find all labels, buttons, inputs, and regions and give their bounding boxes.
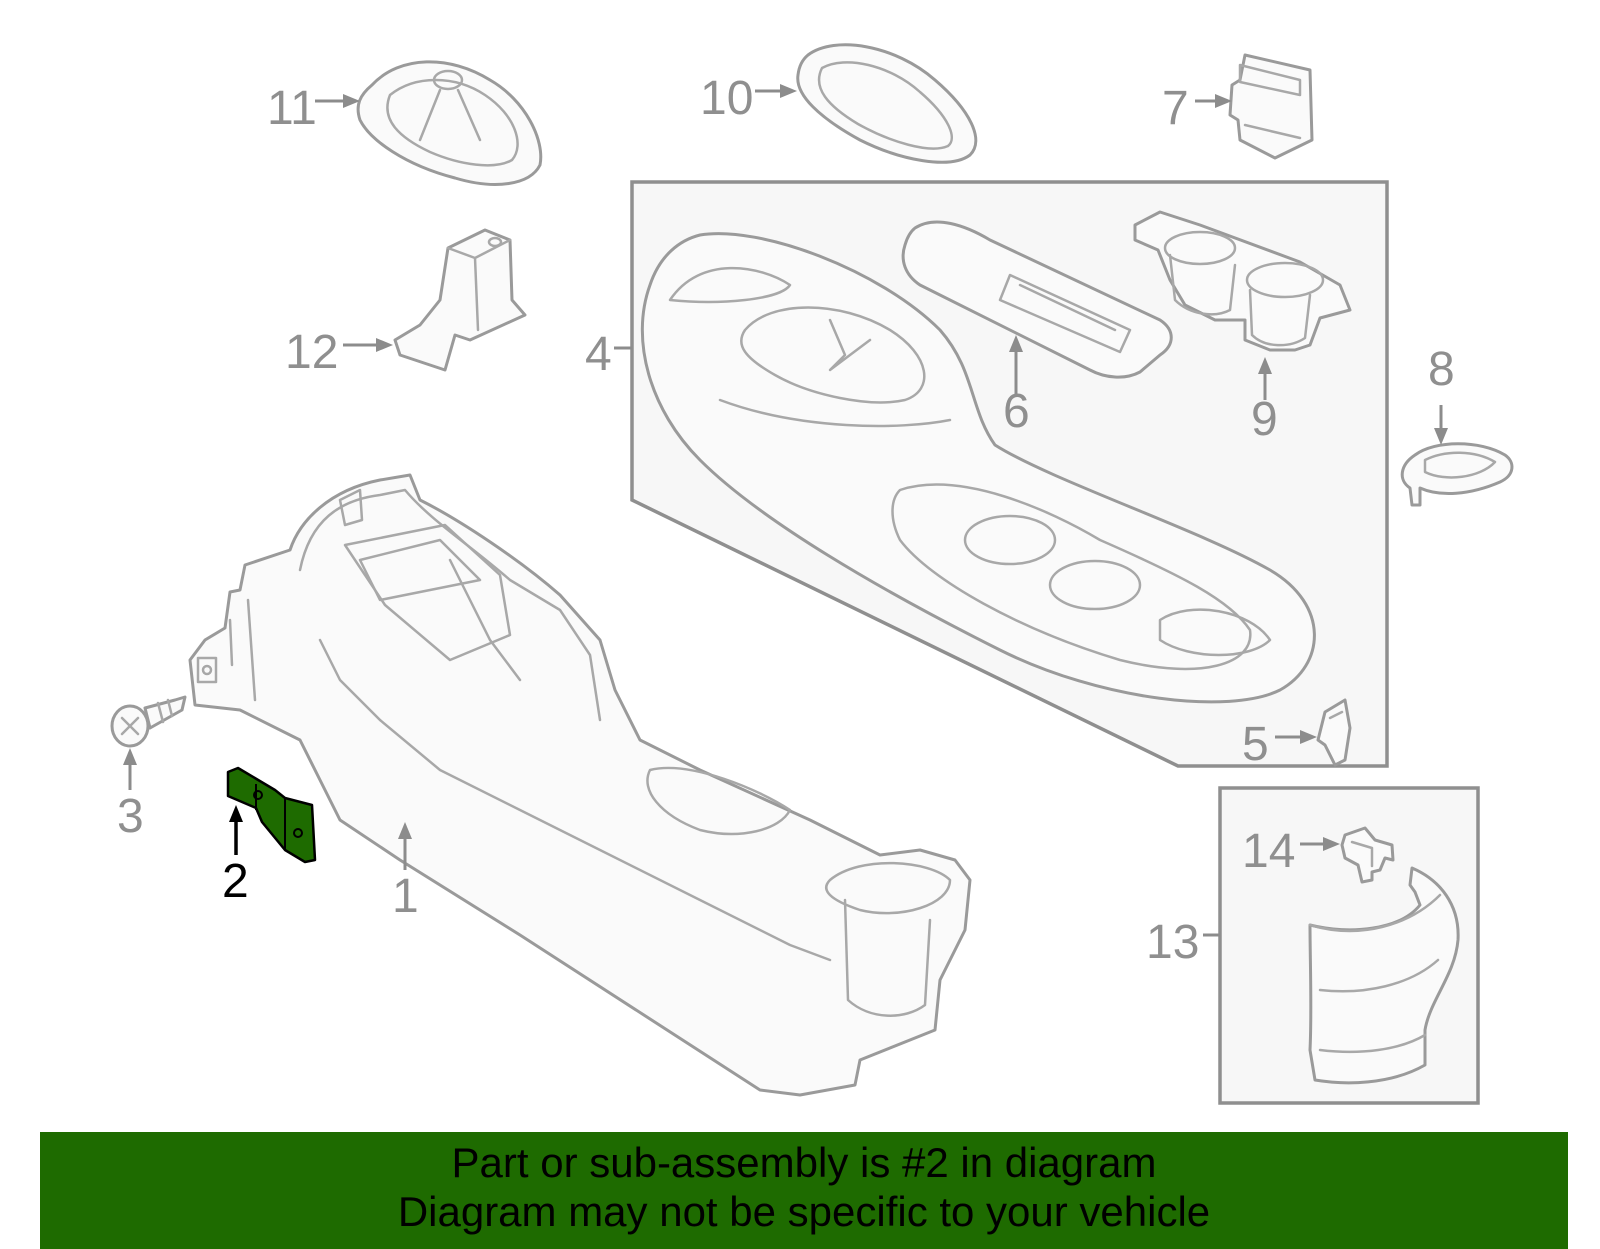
banner-line-1: Part or sub-assembly is #2 in diagram bbox=[451, 1139, 1157, 1186]
label-4: 4 bbox=[585, 328, 612, 381]
label-13: 13 bbox=[1146, 916, 1199, 969]
label-5: 5 bbox=[1242, 718, 1269, 771]
part-5-clip[interactable] bbox=[1316, 698, 1352, 767]
leader-12 bbox=[343, 338, 393, 352]
label-8: 8 bbox=[1428, 343, 1455, 396]
leader-3 bbox=[123, 748, 137, 790]
label-6: 6 bbox=[1003, 385, 1030, 438]
part-3-screw[interactable] bbox=[110, 695, 187, 748]
leader-7 bbox=[1195, 94, 1232, 108]
info-banner: Part or sub-assembly is #2 in diagram Di… bbox=[40, 1132, 1568, 1249]
part-2-bracket-highlighted[interactable] bbox=[226, 766, 317, 864]
label-2: 2 bbox=[222, 855, 249, 908]
label-9: 9 bbox=[1251, 393, 1278, 446]
label-10: 10 bbox=[700, 72, 753, 125]
part-6-trim-plate[interactable] bbox=[901, 220, 1173, 379]
part-1-console[interactable] bbox=[188, 473, 972, 1097]
label-1: 1 bbox=[392, 870, 419, 923]
leader-8 bbox=[1434, 405, 1448, 445]
part-11-shift-bezel[interactable] bbox=[356, 60, 543, 186]
leader-11 bbox=[315, 94, 360, 108]
leader-1 bbox=[398, 822, 412, 870]
part-8-bezel[interactable] bbox=[1400, 442, 1514, 507]
part-12-bracket[interactable] bbox=[393, 228, 527, 372]
part-10-trim-ring[interactable] bbox=[796, 43, 978, 164]
part-14-clip[interactable] bbox=[1340, 826, 1395, 884]
label-11: 11 bbox=[267, 82, 317, 135]
part-9-cup-holder[interactable] bbox=[1133, 210, 1352, 352]
leader-5 bbox=[1275, 730, 1317, 744]
part-4-console-top[interactable] bbox=[640, 232, 1316, 704]
leader-6 bbox=[1009, 335, 1023, 395]
label-7: 7 bbox=[1162, 82, 1189, 135]
part-7-switch[interactable] bbox=[1228, 53, 1314, 160]
leader-9 bbox=[1258, 357, 1272, 400]
banner-line-2: Diagram may not be specific to your vehi… bbox=[397, 1188, 1211, 1235]
leader-2 bbox=[229, 805, 243, 855]
label-14: 14 bbox=[1242, 825, 1295, 878]
label-12: 12 bbox=[285, 326, 338, 379]
part-13-end-cover[interactable] bbox=[1308, 866, 1460, 1085]
leader-14 bbox=[1300, 837, 1340, 851]
leader-10 bbox=[755, 84, 797, 98]
label-3: 3 bbox=[117, 790, 144, 843]
